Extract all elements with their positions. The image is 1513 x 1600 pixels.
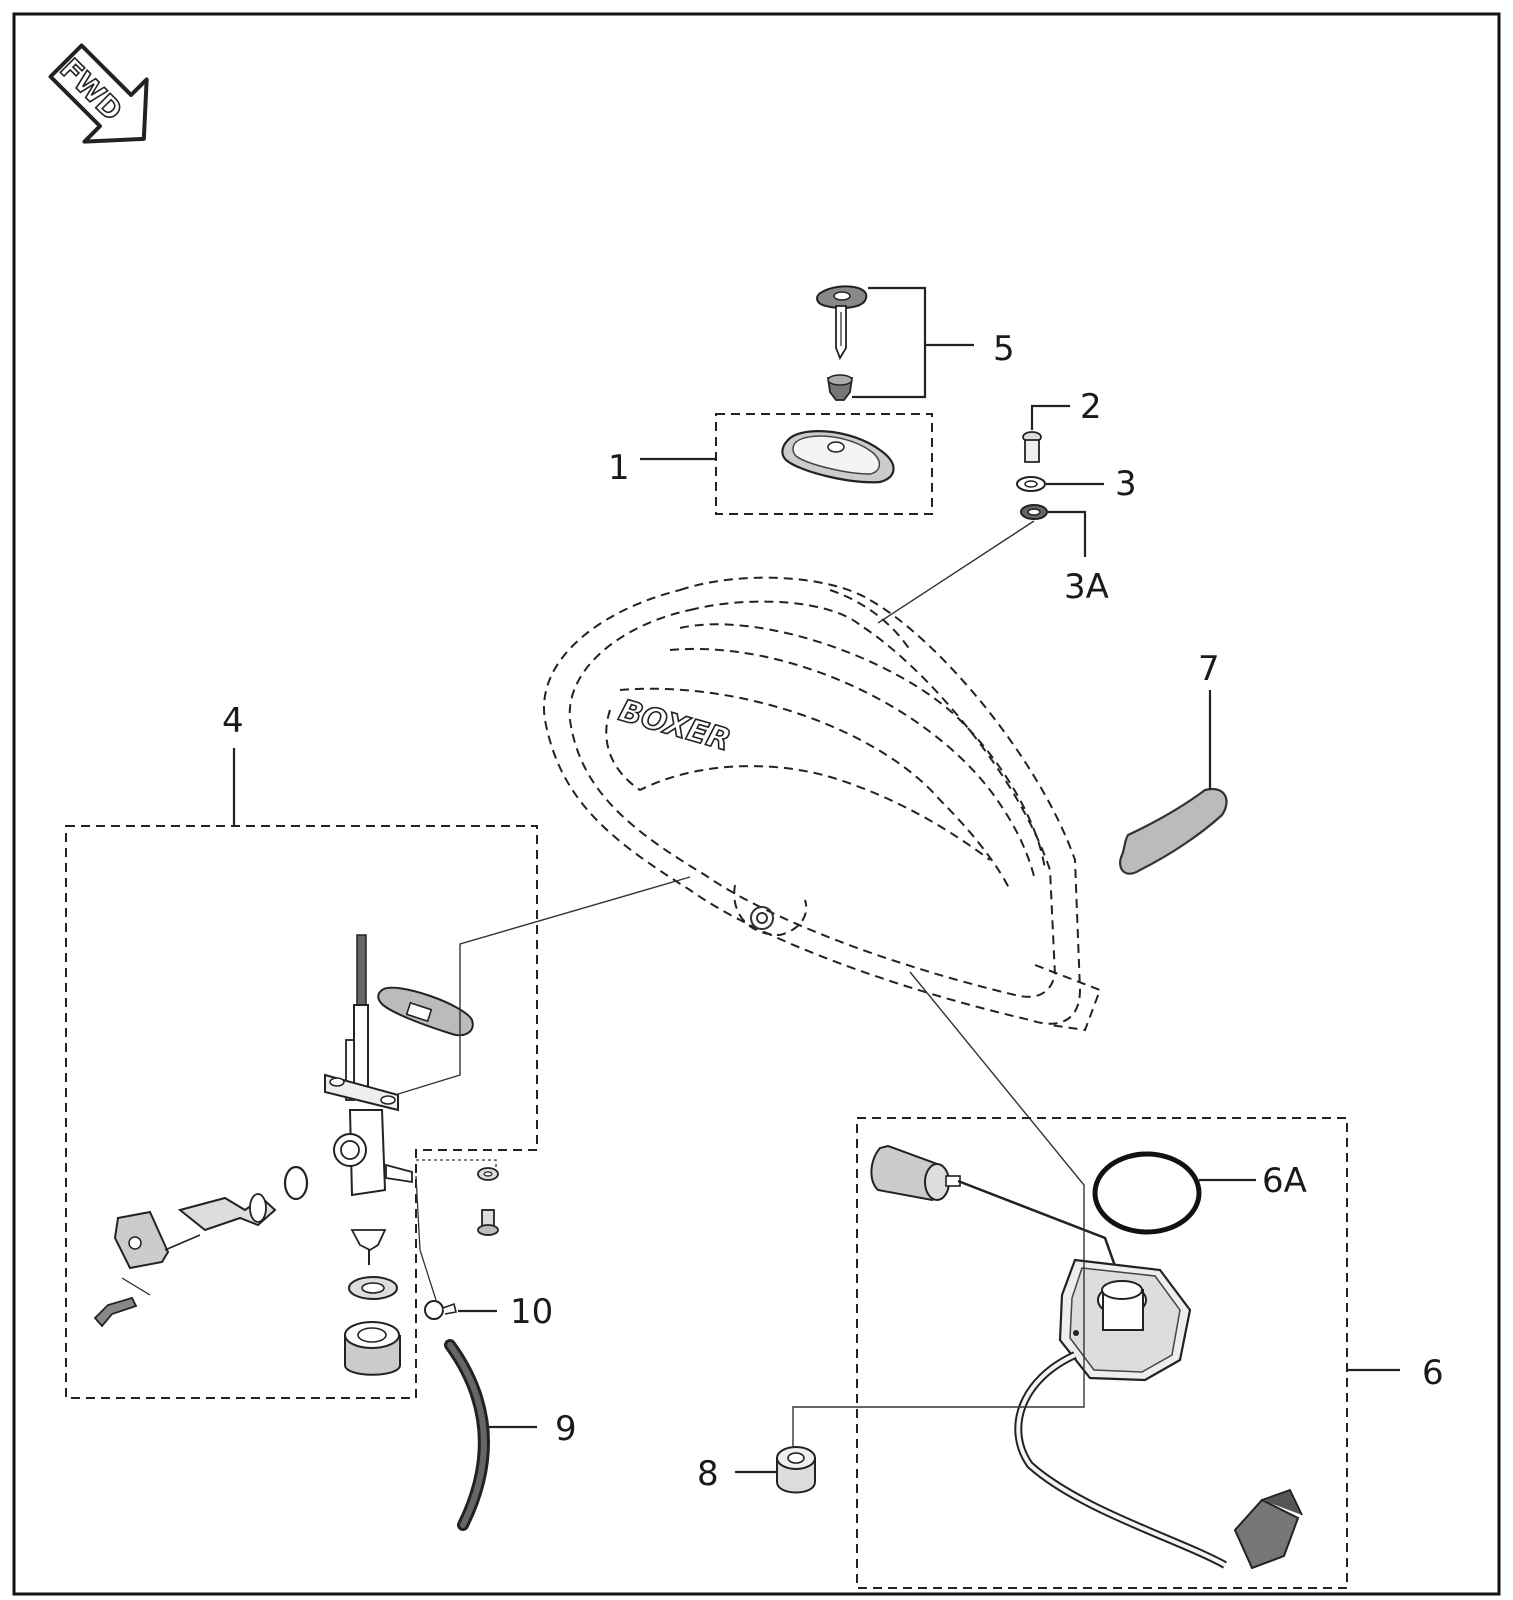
callout-8: 8 xyxy=(697,1454,719,1494)
callout-3: 3 xyxy=(1115,464,1137,504)
rubber-pad xyxy=(1119,787,1228,875)
leader-lines xyxy=(232,286,1400,1474)
callout-6: 6 xyxy=(1422,1353,1444,1393)
bolt-and-washers xyxy=(1016,431,1048,520)
fuel-cock-group-box xyxy=(65,825,538,1399)
callout-3a: 3A xyxy=(1064,567,1109,607)
callout-9: 9 xyxy=(555,1409,577,1449)
tank-logo: BOXER xyxy=(615,693,734,758)
fuel-level-sender xyxy=(870,1144,1303,1570)
key-and-lock-cylinder xyxy=(816,285,868,401)
o-ring xyxy=(1092,1151,1202,1235)
grommet xyxy=(776,1446,816,1494)
filler-cap xyxy=(781,430,895,484)
hose-clip xyxy=(424,1300,457,1320)
filler-cap-group-box xyxy=(715,413,933,515)
callout-1: 1 xyxy=(608,448,630,488)
callout-4: 4 xyxy=(222,701,244,741)
fuel-gauge-group-box xyxy=(856,1117,1348,1589)
callout-6a: 6A xyxy=(1262,1161,1307,1201)
callout-7: 7 xyxy=(1198,649,1220,689)
fuel-cock-assembly xyxy=(93,934,499,1376)
diagram-frame xyxy=(12,12,1501,1596)
fwd-arrow-icon: FWD xyxy=(48,43,149,144)
callout-5: 5 xyxy=(993,329,1015,369)
fuel-tank: BOXER xyxy=(542,576,1102,1032)
callout-10: 10 xyxy=(510,1292,553,1332)
callout-2: 2 xyxy=(1080,387,1102,427)
